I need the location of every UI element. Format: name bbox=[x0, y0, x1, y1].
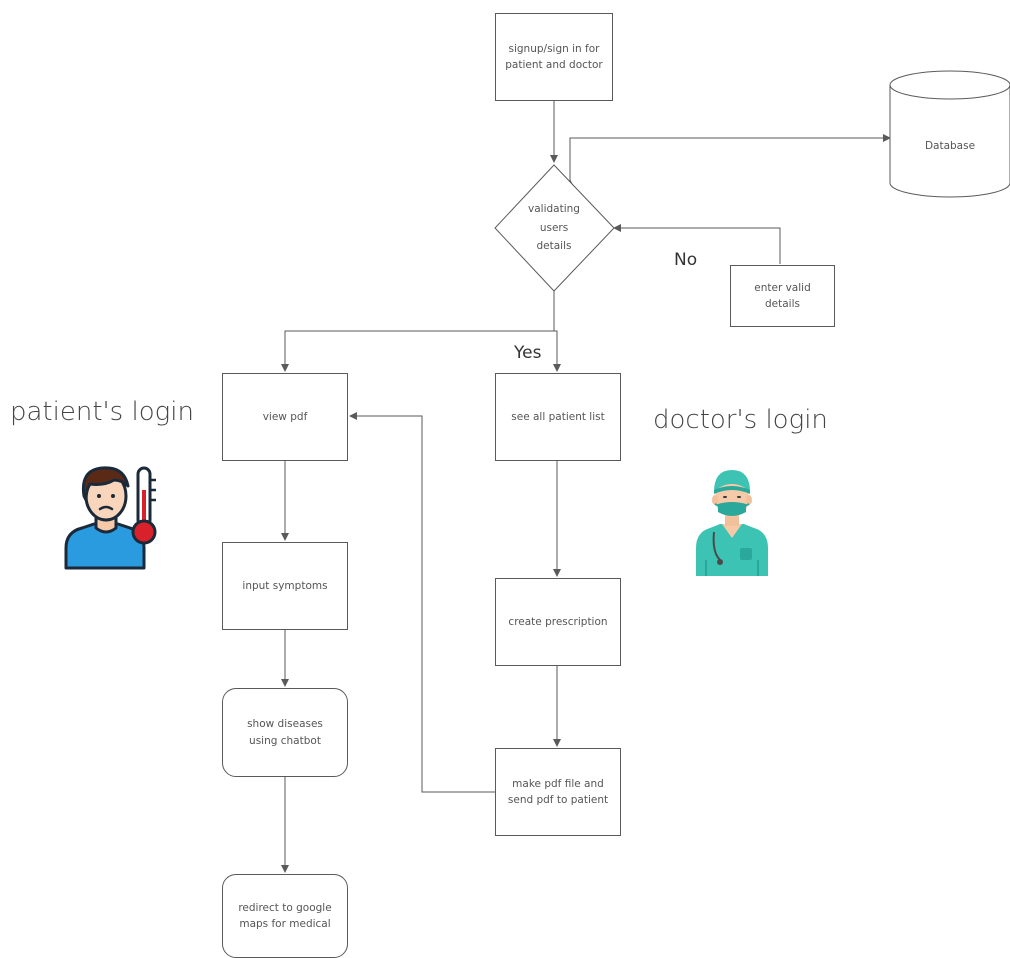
edge-split-to-patient-list bbox=[553, 330, 561, 372]
edge-make-pdf-to-view-pdf bbox=[349, 412, 495, 793]
create-prescription-box: create prescription bbox=[495, 578, 621, 666]
validate-decision-diamond bbox=[494, 164, 615, 292]
validate-label: validating users details bbox=[528, 203, 580, 253]
see-patients-label: see all patient list bbox=[511, 410, 605, 423]
doctor-login-label: doctor's login bbox=[653, 405, 828, 435]
make-pdf-box: make pdf file and send pdf to patient bbox=[495, 748, 621, 836]
show-diseases-label: show diseases using chatbot bbox=[247, 718, 323, 747]
edge-enter-valid-to-validate bbox=[613, 224, 781, 264]
signup-box: signup/sign in for patient and doctor bbox=[495, 13, 613, 101]
enter-valid-label: enter valid details bbox=[754, 281, 811, 310]
see-patients-box: see all patient list bbox=[495, 373, 621, 461]
edge-label-no: No bbox=[674, 250, 698, 270]
make-pdf-label: make pdf file and send pdf to patient bbox=[507, 777, 609, 806]
edge-split-to-view-pdf bbox=[281, 330, 554, 372]
view-pdf-label: view pdf bbox=[262, 410, 308, 423]
edge-label-yes: Yes bbox=[514, 343, 542, 363]
doctor-icon bbox=[696, 470, 768, 576]
redirect-maps-box: redirect to google maps for medical bbox=[222, 874, 348, 958]
patient-login-label: patient's login bbox=[10, 397, 194, 427]
database-label: Database bbox=[924, 140, 976, 152]
input-symptoms-label: input symptoms bbox=[242, 579, 328, 592]
input-symptoms-box: input symptoms bbox=[222, 542, 348, 630]
show-diseases-box: show diseases using chatbot bbox=[222, 688, 348, 777]
view-pdf-box: view pdf bbox=[222, 373, 348, 461]
sick-patient-icon bbox=[64, 466, 157, 570]
create-prescription-label: create prescription bbox=[508, 615, 608, 628]
enter-valid-box: enter valid details bbox=[730, 265, 835, 327]
edge-validate-database bbox=[566, 134, 891, 187]
redirect-maps-label: redirect to google maps for medical bbox=[238, 901, 332, 930]
signup-label: signup/sign in for patient and doctor bbox=[505, 42, 603, 71]
database-cylinder bbox=[889, 70, 1010, 198]
